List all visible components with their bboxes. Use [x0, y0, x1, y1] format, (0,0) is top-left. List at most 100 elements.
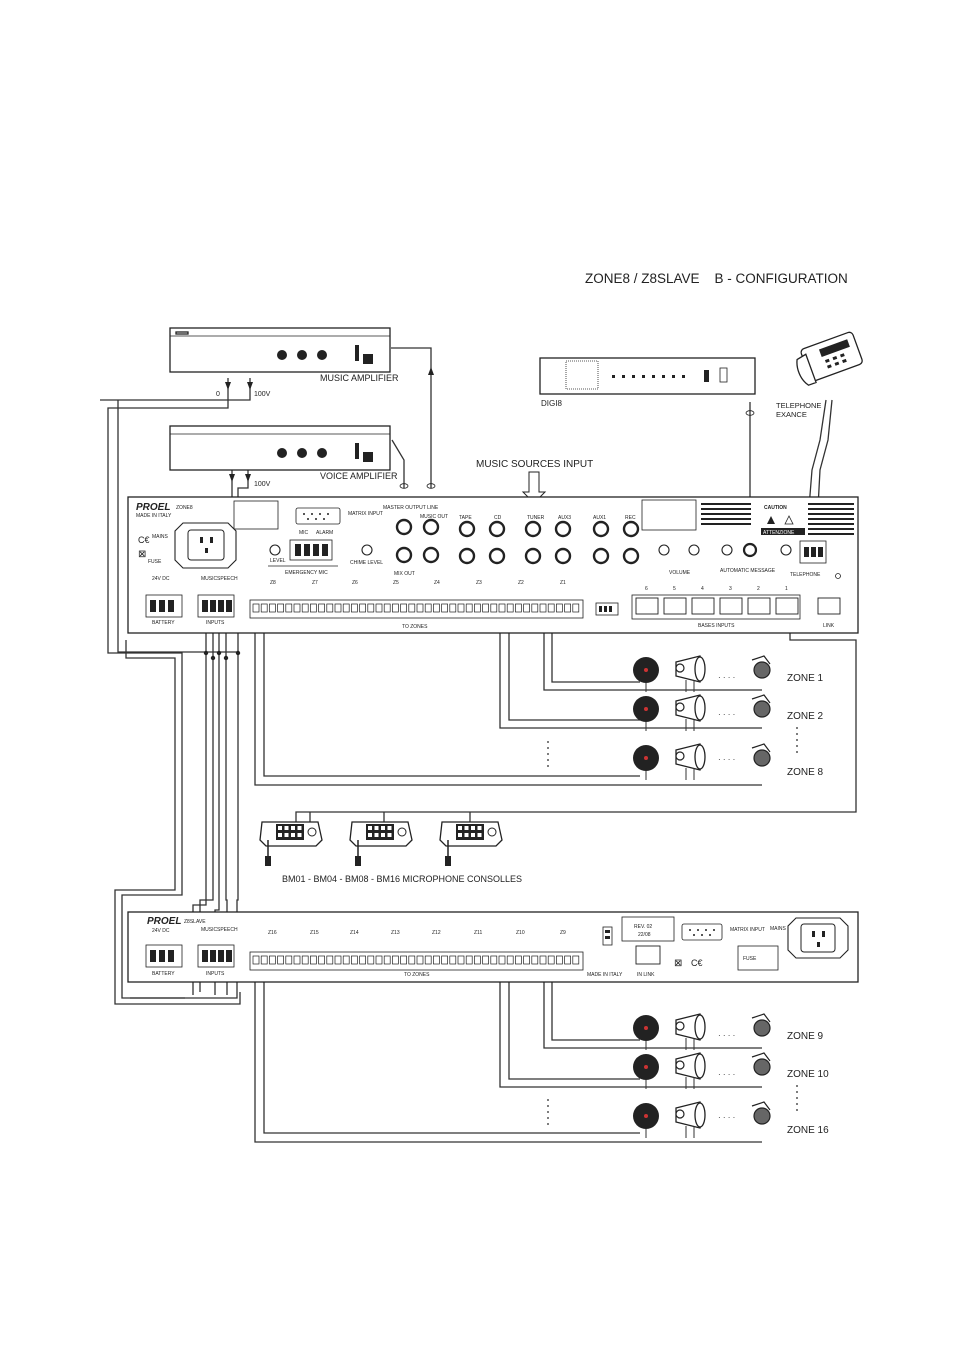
terminal-screw-icon — [498, 603, 506, 613]
zone8-inputs-label: INPUTS — [206, 620, 225, 626]
terminal-screw-icon — [482, 955, 489, 965]
rca-jack-icon — [422, 546, 440, 564]
rj45-port-icon — [775, 597, 799, 615]
z8slave-battery-24v-label: 24V DC — [152, 928, 170, 934]
zone8-attenzione-label: ATTENZIONE — [763, 530, 795, 536]
terminal-screw-icon — [383, 603, 391, 613]
rca-jack-icon — [395, 518, 413, 536]
rca-jack-icon — [554, 547, 572, 565]
z8slave-mains-label: MAINS — [770, 926, 787, 932]
base-number: 4 — [701, 586, 704, 592]
terminal-screw-icon — [408, 603, 416, 613]
terminal-screw-icon — [392, 603, 399, 613]
zone-16-label: ZONE 16 — [787, 1125, 829, 1136]
terminal-screw-icon — [572, 955, 580, 965]
terminal-screw-icon — [523, 955, 530, 965]
z8slave-unit: PROEL Z8SLAVE 24V DC BATTERY MUSIC SPEEC… — [127, 911, 859, 983]
rj45-port-icon — [817, 597, 841, 615]
zone8-made-in: MADE IN ITALY — [136, 513, 172, 519]
horn-speaker-icon — [675, 694, 706, 722]
zone8-volume-label: VOLUME — [669, 570, 691, 576]
horn-speaker-icon — [675, 655, 706, 683]
terminal-screw-icon — [400, 603, 407, 613]
continuation-dots — [547, 727, 798, 1125]
terminal-screw-icon — [252, 955, 260, 965]
terminal-screw-icon — [539, 603, 547, 613]
z8slave-in-link-label: IN LINK — [637, 972, 655, 978]
zone8-music-out-label: MUSIC OUT — [420, 514, 448, 520]
zone8-zone-label: Z5 — [393, 580, 399, 586]
z8slave-zone-label: Z14 — [350, 930, 359, 936]
telephone-label-1: TELEPHONE — [776, 401, 821, 410]
mains-pin-icon — [200, 537, 203, 543]
mains-pin-icon — [822, 931, 825, 937]
zone8-brand: PROEL — [136, 502, 170, 513]
terminal-screw-icon — [433, 955, 440, 965]
music-sources-label: MUSIC SOURCES INPUT — [476, 459, 593, 470]
terminal-screw-icon — [433, 603, 440, 613]
rj45-port-icon — [719, 597, 743, 615]
terminal-screw-icon — [277, 955, 284, 965]
zone8-zone-label: Z7 — [312, 580, 318, 586]
source-tuner-label: TUNER — [527, 515, 545, 521]
terminal-screw-icon — [301, 603, 309, 613]
zone8-to-zones-strip: Z8 Z7 Z6 Z5 Z4 Z3 Z2 Z1 TO ZONES — [249, 580, 584, 630]
terminal-screw-icon — [326, 603, 334, 613]
projector-speaker-icon — [751, 1052, 771, 1076]
terminal-screw-icon — [547, 955, 555, 965]
zone8-to-zones-label: TO ZONES — [402, 624, 428, 630]
message-jack-icon — [742, 542, 758, 558]
digi8-label: DIGI8 — [541, 399, 562, 408]
mains-pin-icon — [205, 548, 208, 553]
terminal-screw-icon — [392, 955, 399, 965]
rca-jack-icon — [622, 520, 640, 538]
ellipsis: · · · · — [718, 710, 735, 719]
terminal-screw-icon — [441, 955, 448, 965]
terminal-screw-icon — [351, 603, 358, 613]
rca-jack-icon — [488, 520, 506, 538]
terminal-screw-icon — [310, 955, 317, 965]
base-number: 3 — [729, 586, 732, 592]
zone8-model: ZONE8 — [176, 505, 193, 511]
consoles-label: BM01 - BM04 - BM08 - BM16 MICROPHONE CON… — [282, 874, 522, 884]
microphone-console-icon — [349, 821, 413, 866]
z8slave-zone-label: Z9 — [560, 930, 566, 936]
mains-pin-icon — [817, 942, 820, 947]
base-number: 1 — [785, 586, 788, 592]
terminal-screw-icon — [326, 955, 334, 965]
microphone-console-icon — [259, 821, 323, 866]
zone-9-label: ZONE 9 — [787, 1031, 824, 1042]
z8slave-zone-label: Z15 — [310, 930, 319, 936]
terminal-screw-icon — [556, 955, 563, 965]
zone8-zone-label: Z6 — [352, 580, 358, 586]
terminal-screw-icon — [465, 603, 473, 613]
lower-zones — [633, 1013, 771, 1138]
source-aux3-label: AUX3 — [558, 515, 571, 521]
terminal-screw-icon — [285, 603, 293, 613]
level-knob-icon — [269, 544, 281, 556]
terminal-screw-icon — [424, 955, 432, 965]
volume-knob-icon — [658, 544, 670, 556]
base-number: 2 — [757, 586, 760, 592]
z8slave-model: Z8SLAVE — [184, 919, 206, 925]
terminal-screw-icon — [449, 603, 457, 613]
zone8-zone-label: Z4 — [434, 580, 440, 586]
projector-speaker-icon — [751, 1101, 771, 1125]
base-number: 5 — [673, 586, 676, 592]
zone8-battery-label: BATTERY — [152, 620, 175, 626]
terminal-screw-icon — [531, 603, 539, 613]
knob-icon — [297, 448, 307, 458]
horn-speaker-icon — [675, 1013, 706, 1041]
z8slave-speech-label: SPEECH — [217, 927, 238, 933]
terminal-screw-icon — [498, 955, 506, 965]
terminal-screw-icon — [334, 955, 342, 965]
telephone-knob-icon — [780, 544, 792, 556]
weee-bin-icon: ⊠ — [674, 958, 682, 969]
ellipsis: · · · · — [718, 1031, 735, 1040]
zone8-bases-inputs-label: BASES INPUTS — [698, 623, 735, 629]
terminal-screw-icon — [269, 603, 276, 613]
projector-speaker-icon — [751, 1013, 771, 1037]
ce-mark-icon: C€ — [691, 958, 703, 968]
terminal-screw-icon — [293, 955, 301, 965]
terminal-screw-icon — [474, 603, 481, 613]
